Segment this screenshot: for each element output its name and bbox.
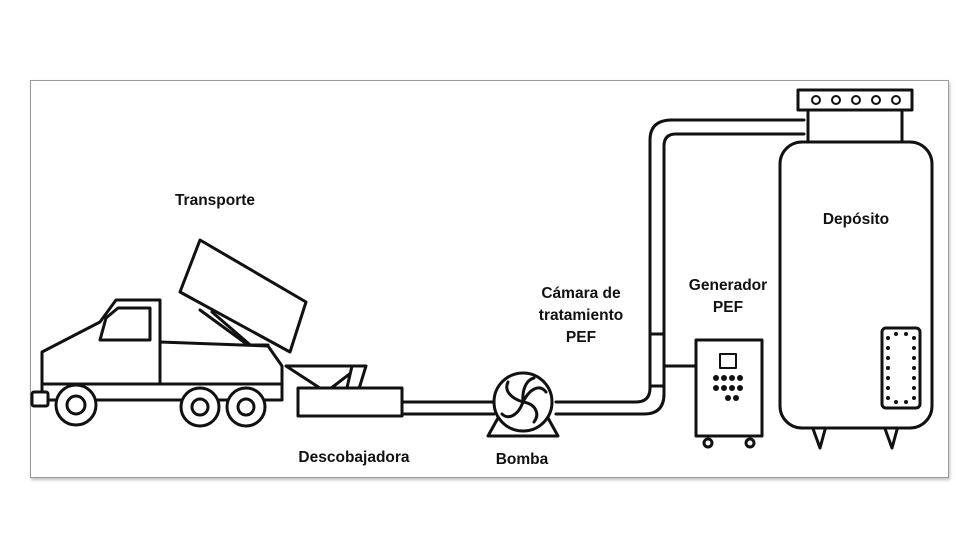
label-camara-tratamiento: Cámara de tratamiento PEF — [538, 285, 624, 346]
pef-chamber — [648, 332, 666, 388]
destemmer-icon — [284, 364, 404, 418]
label-descobajadora: Descobajadora — [298, 449, 410, 466]
tank-icon — [778, 88, 934, 450]
pef-generator-icon — [694, 338, 764, 449]
label-bomba: Bomba — [495, 451, 549, 468]
label-deposito: Depósito — [822, 211, 890, 228]
pump-icon — [486, 371, 560, 438]
truck-wheel — [54, 383, 98, 427]
truck-wheel — [225, 386, 267, 428]
label-transporte: Transporte — [174, 192, 256, 209]
truck-icon — [30, 238, 308, 428]
pipe-icon — [400, 118, 806, 416]
truck-wheel — [179, 386, 221, 428]
dump-bin — [178, 238, 308, 354]
label-generador: Generador PEF — [688, 277, 768, 316]
